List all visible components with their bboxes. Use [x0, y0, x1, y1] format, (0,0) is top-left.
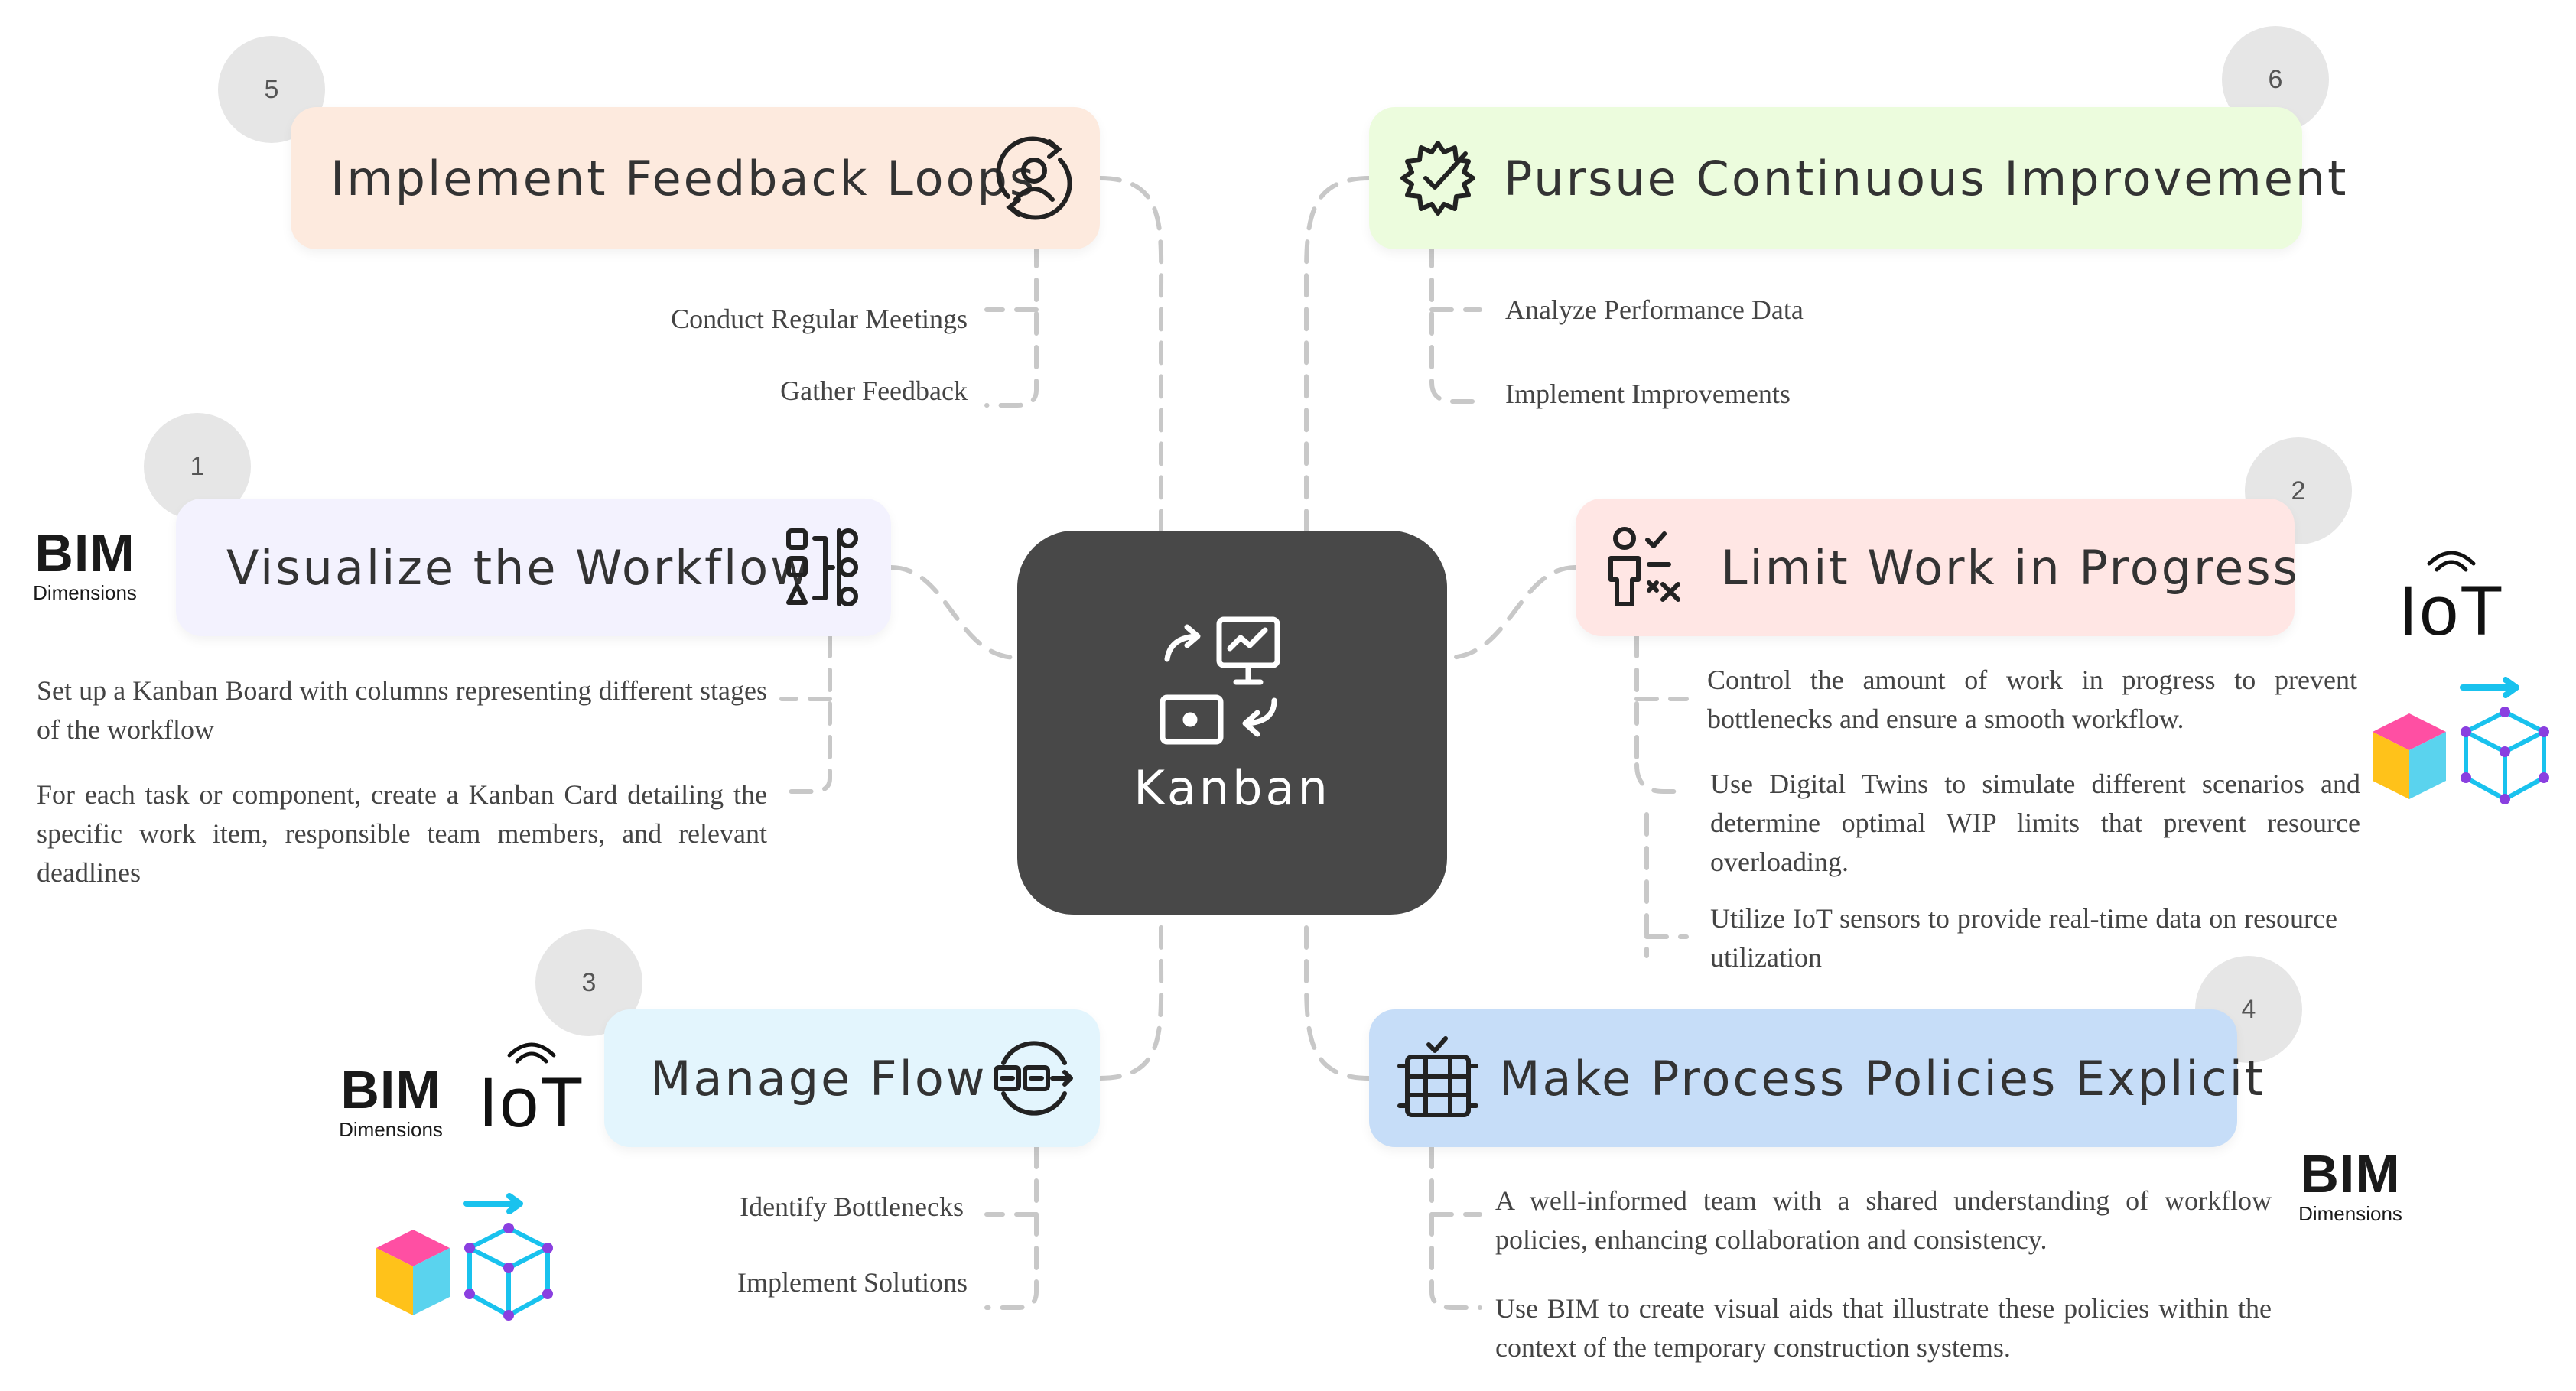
iot-logo-text: IoT [2398, 572, 2505, 650]
n1-item-2: For each task or component, create a Kan… [37, 779, 767, 888]
iot-logo-text: IoT [478, 1064, 585, 1142]
iot-logo: IoT [474, 1038, 589, 1138]
node-implement-feedback-loops[interactable]: Implement Feedback Loops [291, 107, 1100, 249]
bim-logo-text: BIM [340, 1060, 441, 1120]
policy-document-icon [1397, 1036, 1478, 1117]
workflow-diagram-icon [786, 528, 858, 606]
digital-twin-cube-icon [376, 1193, 553, 1321]
node-title: Manage Flow [650, 1050, 987, 1107]
gear-check-icon [1400, 141, 1475, 216]
n6-item-2: Implement Improvements [1505, 379, 1791, 409]
connector-n2-sub2 [1634, 762, 1689, 794]
bim-dimensions-logo: BIM Dimensions [28, 526, 142, 603]
connector-n2 [1445, 565, 1578, 660]
flow-loop-icon [994, 1041, 1073, 1116]
n3-item-2: Implement Solutions [737, 1267, 968, 1298]
n5-item-1: Conduct Regular Meetings [671, 304, 968, 334]
n4-item-1: A well-informed team with a shared under… [1495, 1185, 2272, 1255]
bim-dimensions-logo: BIM Dimensions [333, 1063, 448, 1139]
connector-n5-sub2 [984, 244, 1039, 408]
node-title: Pursue Continuous Improvement [1504, 150, 2349, 206]
connector-n6-sub2 [1429, 244, 1482, 404]
connector-n1 [889, 565, 1020, 660]
n2-item-3: Utilize IoT sensors to provide real-time… [1710, 903, 2337, 973]
node-limit-work-in-progress[interactable]: Limit Work in Progress [1576, 499, 2298, 636]
bim-logo-subtext: Dimensions [2298, 1202, 2402, 1225]
connector-n3 [1098, 912, 1164, 1081]
node-pursue-continuous-improvement[interactable]: Pursue Continuous Improvement [1369, 107, 2347, 249]
connector-n4 [1303, 912, 1371, 1081]
n2-item-1: Control the amount of work in progress t… [1707, 665, 2357, 734]
node-manage-flow[interactable]: Manage Flow [604, 1009, 1100, 1147]
connector-n6 [1303, 176, 1371, 533]
kanban-board-icon [1160, 616, 1280, 745]
n3-item-1: Identify Bottlenecks [740, 1191, 964, 1222]
connector-n1-sub2 [779, 634, 832, 794]
bim-dimensions-logo: BIM Dimensions [2293, 1147, 2408, 1224]
connector-n3-sub2 [984, 1145, 1039, 1310]
n6-item-1: Analyze Performance Data [1505, 294, 1804, 325]
person-checklist-icon [1608, 527, 1680, 606]
bim-logo-subtext: Dimensions [339, 1118, 443, 1141]
n4-item-2: Use BIM to create visual aids that illus… [1495, 1293, 2272, 1363]
node-title: Make Process Policies Explicit [1499, 1050, 2266, 1107]
n2-item-2: Use Digital Twins to simulate different … [1710, 769, 2360, 877]
node-visualize-the-workflow[interactable]: Visualize the Workflow [176, 499, 891, 636]
n5-item-2: Gather Feedback [780, 375, 968, 406]
iot-logo: IoT [2394, 547, 2509, 646]
connector-n4-sub2 [1429, 1145, 1482, 1310]
center-title: Kanban [1134, 760, 1331, 816]
wifi-icon [507, 1042, 556, 1064]
center-node: Kanban [1017, 531, 1447, 915]
user-feedback-cycle-icon [996, 136, 1072, 220]
connector-n5 [1098, 176, 1164, 533]
node-title: Implement Feedback Loops [330, 150, 1037, 206]
bim-logo-subtext: Dimensions [33, 581, 137, 604]
bim-logo-text: BIM [34, 523, 135, 583]
node-title: Visualize the Workflow [226, 539, 812, 596]
wifi-icon [2427, 551, 2476, 572]
bim-logo-text: BIM [2300, 1144, 2401, 1204]
node-make-process-policies-explicit[interactable]: Make Process Policies Explicit [1369, 1009, 2263, 1147]
node-title: Limit Work in Progress [1721, 539, 2300, 596]
digital-twin-cube-icon [2373, 677, 2549, 804]
n1-item-1: Set up a Kanban Board with columns repre… [37, 675, 767, 745]
